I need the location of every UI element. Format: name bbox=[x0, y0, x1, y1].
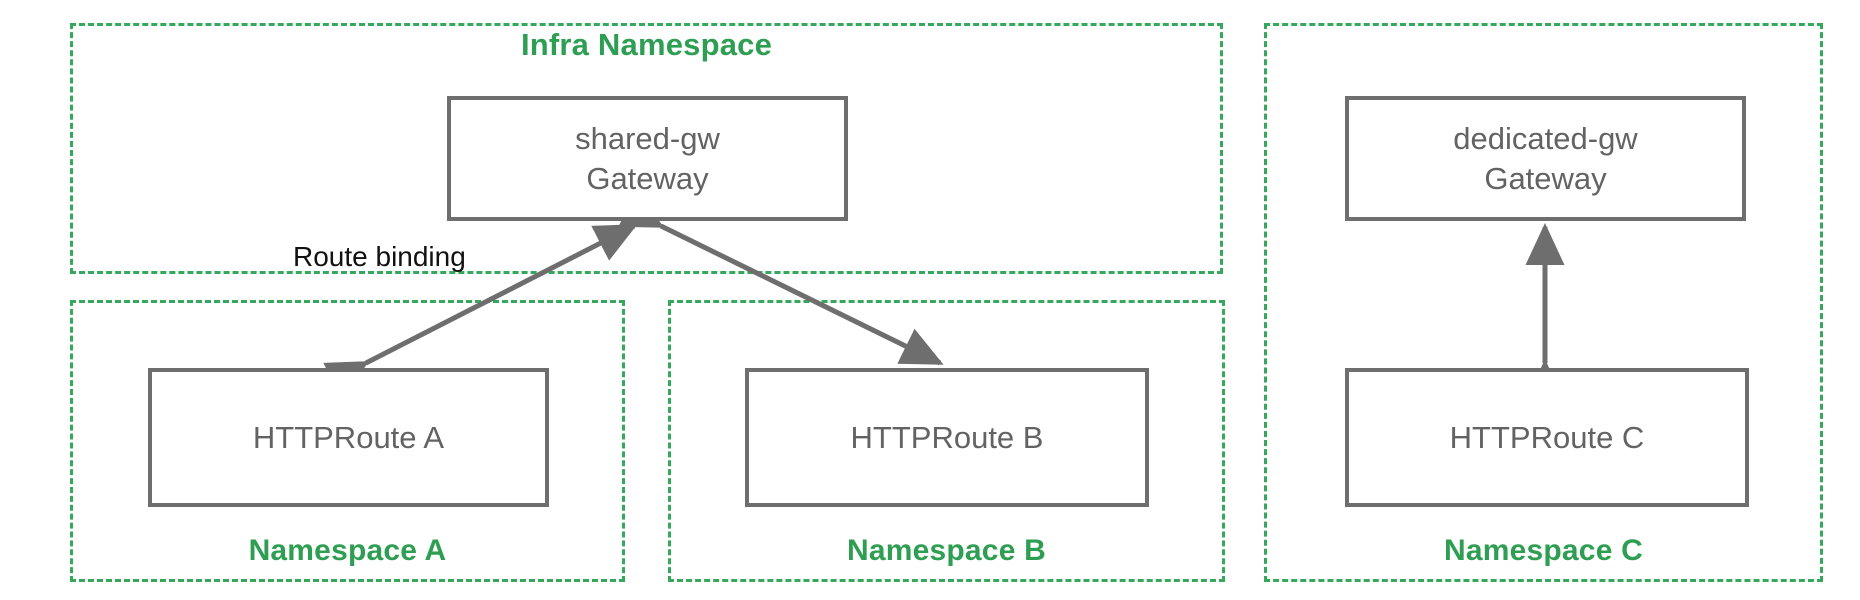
resource-name-httproute-b: HTTPRoute B bbox=[850, 419, 1044, 455]
namespace-container-b bbox=[668, 300, 1225, 582]
namespace-label-a: Namespace A bbox=[248, 534, 447, 567]
resource-kind-dedicated-gw: Gateway bbox=[1484, 160, 1607, 196]
namespace-container-c bbox=[1264, 23, 1823, 582]
resource-box-shared-gateway[interactable]: shared-gw Gateway bbox=[447, 96, 848, 221]
namespace-label-b: Namespace B bbox=[847, 534, 1046, 567]
resource-name-shared-gw: shared-gw bbox=[575, 120, 720, 156]
resource-box-dedicated-gateway[interactable]: dedicated-gw Gateway bbox=[1345, 96, 1746, 221]
resource-name-httproute-a: HTTPRoute A bbox=[252, 419, 445, 455]
annotation-route-binding: Route binding bbox=[293, 241, 466, 272]
resource-box-httproute-c[interactable]: HTTPRoute C bbox=[1345, 368, 1749, 507]
resource-box-httproute-a[interactable]: HTTPRoute A bbox=[148, 368, 549, 507]
resource-kind-shared-gw: Gateway bbox=[586, 160, 709, 196]
resource-name-httproute-c: HTTPRoute C bbox=[1449, 419, 1645, 455]
namespace-label-infra: Infra Namespace bbox=[520, 27, 773, 62]
resource-box-httproute-b[interactable]: HTTPRoute B bbox=[745, 368, 1149, 507]
namespace-label-c: Namespace C bbox=[1444, 534, 1643, 567]
resource-name-dedicated-gw: dedicated-gw bbox=[1453, 120, 1638, 156]
